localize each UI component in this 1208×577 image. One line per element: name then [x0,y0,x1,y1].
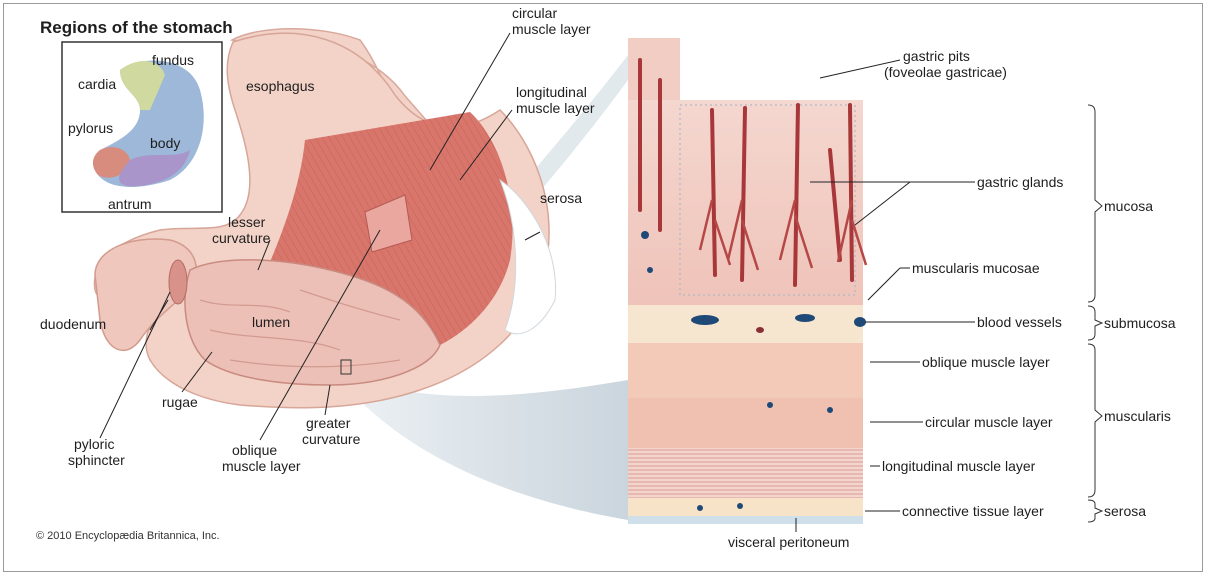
pyloric-ring [169,260,187,304]
circular-layer [628,398,863,448]
connective-layer [628,498,863,516]
inset-label-pylorus: pylorus [68,120,113,136]
label-muscularis-mucosae: muscularis mucosae [912,260,1040,276]
group-label-muscularis: muscularis [1104,408,1171,424]
group-label-submucosa: submucosa [1104,315,1176,331]
inset-label-cardia: cardia [78,76,116,92]
label-longitudinal-muscle-2: muscle layer [516,100,595,116]
label-circular-muscle-layer: circular muscle layer [925,414,1053,430]
label-oblique-muscle-2: muscle layer [222,458,301,474]
layer-brackets [1088,105,1102,522]
copyright-notice: © 2010 Encyclopædia Britannica, Inc. [36,530,220,542]
label-lesser-curvature-1: lesser [228,214,265,230]
label-duodenum: duodenum [40,316,106,332]
label-oblique-muscle-layer: oblique muscle layer [922,354,1050,370]
inset-label-antrum: antrum [108,196,152,212]
label-longitudinal-muscle-layer: longitudinal muscle layer [882,458,1035,474]
label-lesser-curvature-2: curvature [212,230,270,246]
label-serosa: serosa [540,190,582,206]
label-gastric-pits-1: gastric pits [903,48,970,64]
label-gastric-glands: gastric glands [977,174,1063,190]
label-rugae: rugae [162,394,198,410]
stomach-wall-section [628,38,866,524]
label-pyloric-sphincter-2: sphincter [68,452,125,468]
label-connective-tissue-layer: connective tissue layer [902,503,1044,519]
label-visceral-peritoneum: visceral peritoneum [728,534,849,550]
inset-label-fundus: fundus [152,52,194,68]
label-greater-curvature-1: greater [306,415,350,431]
submucosa-layer [628,305,863,343]
label-circular-muscle-1: circular [512,5,557,21]
inset-label-body: body [150,135,180,151]
page-title: Regions of the stomach [40,18,233,38]
oblique-layer [628,343,863,398]
peritoneum-layer [628,516,863,524]
label-greater-curvature-2: curvature [302,431,360,447]
label-gastric-pits-2: (foveolae gastricae) [884,64,1007,80]
group-label-serosa: serosa [1104,503,1146,519]
label-circular-muscle-2: muscle layer [512,21,591,37]
label-oblique-muscle-1: oblique [232,442,277,458]
label-blood-vessels: blood vessels [977,314,1062,330]
label-lumen: lumen [252,314,290,330]
label-pyloric-sphincter-1: pyloric [74,436,114,452]
label-esophagus: esophagus [246,78,315,94]
group-label-mucosa: mucosa [1104,198,1153,214]
label-longitudinal-muscle-1: longitudinal [516,84,587,100]
